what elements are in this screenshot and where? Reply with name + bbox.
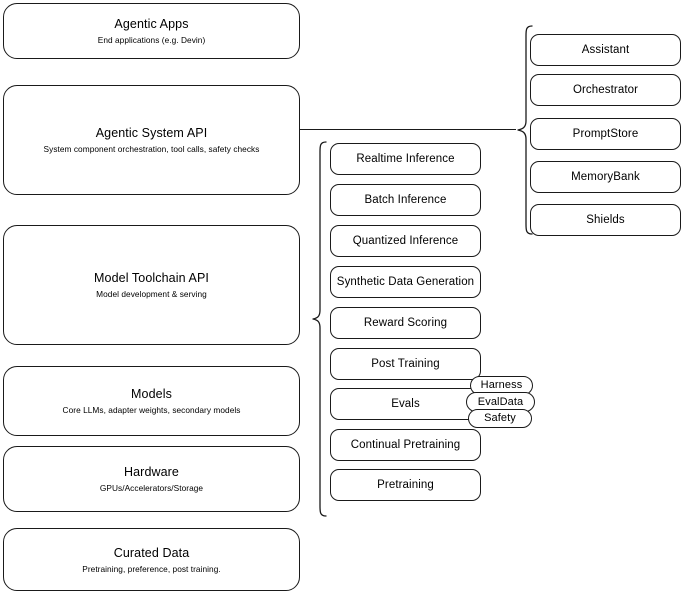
component-label: Continual Pretraining [350, 439, 461, 451]
component-label: Synthetic Data Generation [336, 276, 475, 288]
pill-label: Safety [484, 412, 516, 424]
eval-subcomponent-safety[interactable]: Safety [468, 409, 532, 428]
layer-title: Hardware [124, 465, 179, 479]
layer-title: Agentic Apps [114, 17, 189, 31]
layer-subtitle: Pretraining, preference, post training. [82, 563, 221, 574]
layer-subtitle: Core LLMs, adapter weights, secondary mo… [62, 405, 241, 415]
component-label: Batch Inference [364, 194, 447, 206]
toolchain-component-pretraining[interactable]: Pretraining [330, 469, 481, 501]
toolchain-component-post-training[interactable]: Post Training [330, 348, 481, 380]
brace-model-toolchain [312, 141, 327, 517]
component-label: Reward Scoring [363, 317, 448, 329]
layer-title: Models [131, 387, 172, 401]
component-label: Realtime Inference [356, 153, 455, 165]
layer-title: Curated Data [113, 545, 190, 560]
layer-box-model-toolchain-api[interactable]: Model Toolchain API Model development & … [3, 225, 300, 345]
pill-label: Harness [480, 379, 523, 391]
component-label: PromptStore [572, 128, 639, 140]
toolchain-component-synthetic-data-generation[interactable]: Synthetic Data Generation [330, 266, 481, 298]
connector-line-agentic-system-api [300, 129, 516, 131]
layer-subtitle: Model development & serving [96, 289, 207, 299]
toolchain-component-quantized-inference[interactable]: Quantized Inference [330, 225, 481, 257]
layer-subtitle: End applications (e.g. Devin) [97, 35, 206, 45]
toolchain-component-evals[interactable]: Evals [330, 388, 481, 420]
layer-box-hardware[interactable]: Hardware GPUs/Accelerators/Storage [3, 446, 300, 512]
pill-label: EvalData [477, 395, 524, 408]
component-label: MemoryBank [571, 171, 640, 183]
eval-subcomponent-harness[interactable]: Harness [470, 376, 533, 395]
agentic-component-assistant[interactable]: Assistant [530, 34, 681, 66]
layer-title: Model Toolchain API [94, 271, 209, 285]
component-label: Quantized Inference [352, 235, 459, 247]
layer-box-curated-data[interactable]: Curated Data Pretraining, preference, po… [3, 528, 300, 591]
layer-box-agentic-system-api[interactable]: Agentic System API System component orch… [3, 85, 300, 195]
layer-box-models[interactable]: Models Core LLMs, adapter weights, secon… [3, 366, 300, 436]
layer-subtitle: GPUs/Accelerators/Storage [99, 483, 204, 493]
agentic-component-promptstore[interactable]: PromptStore [530, 118, 681, 150]
agentic-component-memorybank[interactable]: MemoryBank [530, 161, 681, 193]
toolchain-component-reward-scoring[interactable]: Reward Scoring [330, 307, 481, 339]
component-label: Shields [586, 214, 625, 226]
toolchain-component-continual-pretraining[interactable]: Continual Pretraining [330, 429, 481, 461]
component-label: Post Training [371, 358, 440, 370]
component-label: Assistant [581, 44, 630, 56]
eval-subcomponent-evaldata[interactable]: EvalData [466, 392, 535, 412]
layer-box-agentic-apps[interactable]: Agentic Apps End applications (e.g. Devi… [3, 3, 300, 59]
brace-agentic-system-components [517, 25, 533, 235]
layer-subtitle: System component orchestration, tool cal… [43, 144, 260, 154]
component-label: Pretraining [377, 479, 434, 491]
toolchain-component-realtime-inference[interactable]: Realtime Inference [330, 143, 481, 175]
component-label: Orchestrator [572, 84, 639, 96]
layer-title: Agentic System API [95, 126, 208, 140]
component-label: Evals [391, 398, 420, 410]
agentic-component-orchestrator[interactable]: Orchestrator [530, 74, 681, 106]
toolchain-component-batch-inference[interactable]: Batch Inference [330, 184, 481, 216]
agentic-component-shields[interactable]: Shields [530, 204, 681, 236]
